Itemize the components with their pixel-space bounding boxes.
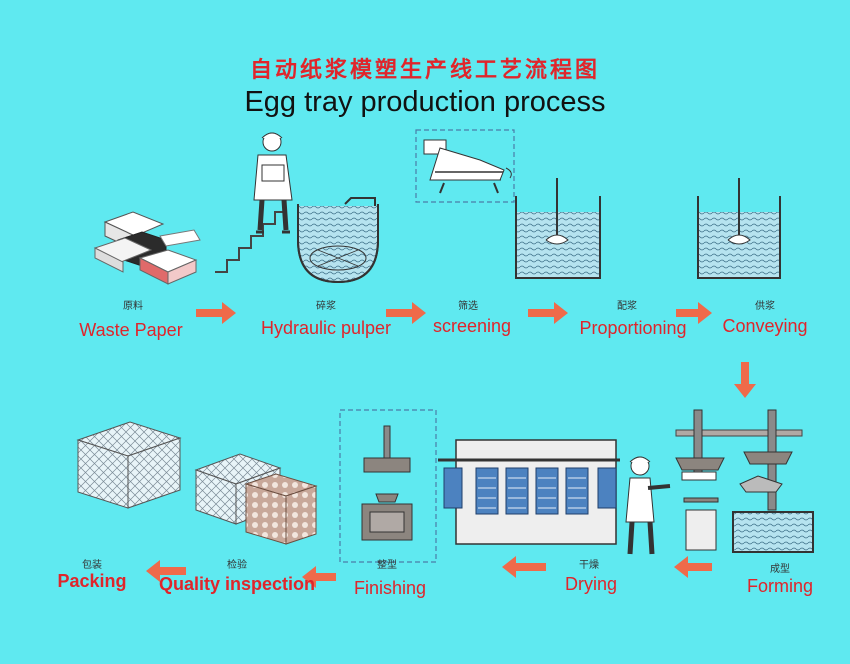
caption-cn-screening: 筛选 <box>458 301 478 312</box>
label-waste-paper: Waste Paper <box>79 320 183 340</box>
forming-machine-icon <box>675 409 814 553</box>
conveying-tank-icon <box>697 178 781 279</box>
screening-machine-icon <box>415 129 515 203</box>
label-forming: Forming <box>746 576 814 596</box>
arrow-1 <box>196 302 236 324</box>
arrow-down <box>734 362 756 398</box>
label-proportioning: Proportioning <box>579 318 687 338</box>
caption-cn-quality-inspection: 检验 <box>227 560 247 571</box>
arrow-2 <box>386 302 426 324</box>
caption-cn-proportioning: 配浆 <box>617 301 637 312</box>
label-packing: Packing <box>57 571 127 591</box>
waste-paper-icon <box>93 211 201 285</box>
label-quality-inspection: Quality inspection <box>158 574 316 594</box>
label-finishing: Finishing <box>353 578 427 598</box>
arrows-row1 <box>196 302 756 398</box>
arrow-8 <box>146 560 186 582</box>
arrow-4 <box>676 302 712 324</box>
packed-crates-icon <box>76 421 182 509</box>
arrow-5 <box>674 556 712 578</box>
caption-cn-finishing: 整型 <box>377 560 397 571</box>
arrows-row2 <box>146 556 712 588</box>
title-chinese: 自动纸浆模塑生产线工艺流程图 <box>249 57 600 83</box>
arrow-6 <box>502 556 546 578</box>
arrow-3 <box>528 302 568 324</box>
caption-cn-forming: 成型 <box>770 564 790 575</box>
label-conveying: Conveying <box>722 316 808 336</box>
label-hydraulic-pulper: Hydraulic pulper <box>260 318 392 338</box>
caption-cn-conveying: 供浆 <box>755 301 775 312</box>
egg-trays-icon <box>194 453 318 545</box>
worker-icon <box>625 456 671 555</box>
caption-cn-drying: 干燥 <box>579 560 599 571</box>
arrow-7 <box>302 566 336 588</box>
label-screening: screening <box>432 316 512 336</box>
label-drying: Drying <box>564 574 618 594</box>
dryer-icon <box>438 439 620 545</box>
proportioning-tank-icon <box>515 178 601 279</box>
caption-cn-hydraulic-pulper: 碎浆 <box>316 301 336 312</box>
hydraulic-pulper-icon <box>215 132 379 284</box>
title-english: Egg tray production process <box>244 86 606 118</box>
caption-cn-packing: 包装 <box>82 560 102 571</box>
finishing-machine-icon <box>339 409 437 563</box>
caption-cn-waste-paper: 原料 <box>123 301 143 312</box>
